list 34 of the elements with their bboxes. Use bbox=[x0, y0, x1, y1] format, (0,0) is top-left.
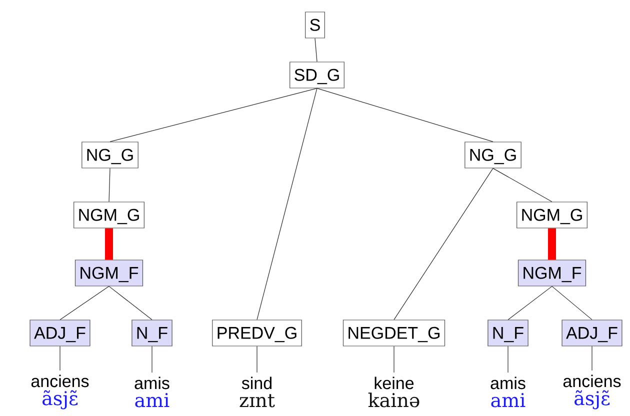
tree-branch bbox=[552, 286, 592, 320]
tree-branch bbox=[108, 286, 152, 320]
word-with-transcription: sind zɪnt bbox=[240, 376, 275, 408]
tree-branch bbox=[256, 88, 318, 320]
tree-branch bbox=[60, 286, 110, 320]
tree-branch bbox=[314, 38, 318, 62]
tree-branch bbox=[108, 168, 110, 202]
word-with-transcription: keine kainə bbox=[368, 376, 420, 408]
tree-branch bbox=[256, 346, 258, 373]
tree-branch bbox=[508, 286, 552, 320]
tree-node-box: NGM_G bbox=[74, 202, 144, 228]
tree-node-box: N_F bbox=[132, 320, 172, 346]
tree-node-box: SD_G bbox=[290, 62, 344, 88]
tree-node-box: NEGDET_G bbox=[342, 320, 446, 346]
word-with-transcription: amis ami bbox=[490, 376, 526, 408]
tree-branch bbox=[110, 88, 318, 142]
tree-node-box: NGM_G bbox=[516, 202, 588, 228]
tree-node-box: NG_G bbox=[82, 142, 138, 168]
tree-branch bbox=[316, 88, 494, 142]
thick-link bbox=[105, 228, 113, 260]
tree-node-box: ADJ_F bbox=[562, 320, 622, 346]
word-with-transcription: anciens ãsjɛ̃ bbox=[31, 374, 89, 410]
tree-node-box: PREDV_G bbox=[212, 320, 302, 346]
tree-node-box: N_F bbox=[488, 320, 528, 346]
word-with-transcription: amis ami bbox=[134, 376, 170, 408]
tree-branch bbox=[492, 168, 552, 202]
tree-node-box: NGM_F bbox=[518, 260, 586, 286]
tree-node-box: NG_G bbox=[464, 142, 522, 168]
tree-node-box: NGM_F bbox=[74, 260, 144, 286]
tree-node-box: S bbox=[305, 12, 325, 38]
tree-branch bbox=[394, 168, 494, 320]
thick-link bbox=[548, 228, 556, 260]
word-with-transcription: anciens ãsjɛ̃ bbox=[563, 374, 621, 410]
tree-node-box: ADJ_F bbox=[30, 320, 90, 346]
